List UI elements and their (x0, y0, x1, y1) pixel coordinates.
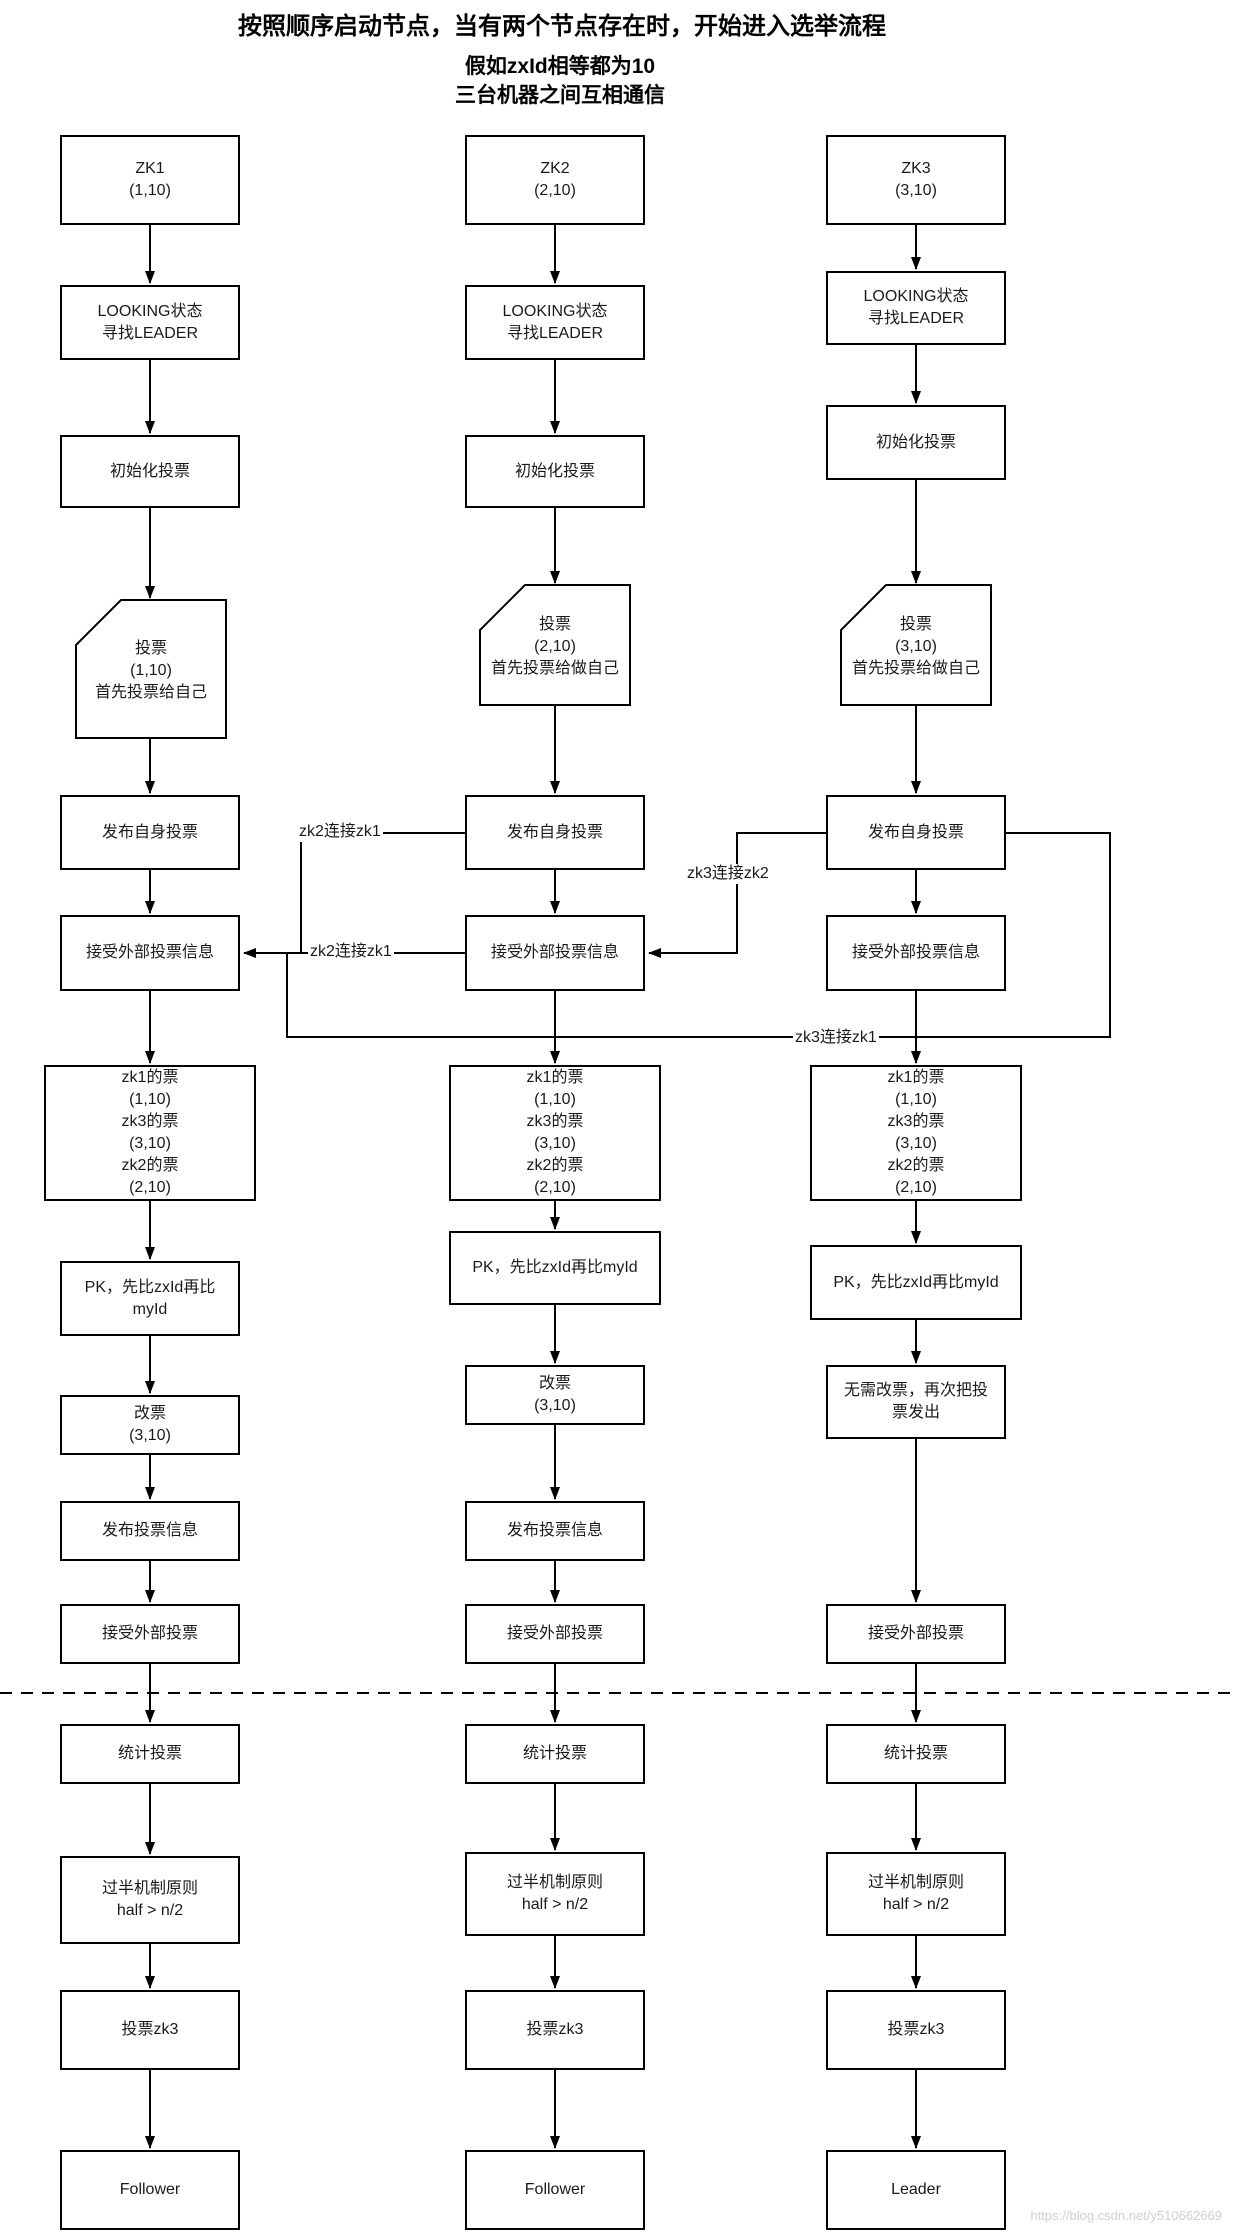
node-zk3-init-vote: 初始化投票 (826, 405, 1006, 480)
node-zk3-looking: LOOKING状态 寻找LEADER (826, 271, 1006, 345)
node-zk2-publish-vote-info: 发布投票信息 (465, 1501, 645, 1561)
node-zk2-init-vote: 初始化投票 (465, 435, 645, 508)
edge-label-zk2-zk1-receive: zk2连接zk1 (308, 942, 394, 962)
node-zk1-result: Follower (60, 2150, 240, 2230)
node-zk1-pk: PK，先比zxId再比 myId (60, 1261, 240, 1336)
node-zk2-count-votes: 统计投票 (465, 1724, 645, 1784)
node-zk2-receive-external-info: 接受外部投票信息 (465, 915, 645, 991)
node-zk2-change-vote: 改票 (3,10) (465, 1365, 645, 1425)
node-zk1-publish-vote-info: 发布投票信息 (60, 1501, 240, 1561)
node-zk2-looking: LOOKING状态 寻找LEADER (465, 285, 645, 360)
node-zk1-init-vote: 初始化投票 (60, 435, 240, 508)
edge-label-zk3-zk1: zk3连接zk1 (793, 1028, 879, 1048)
node-zk3-start: ZK3 (3,10) (826, 135, 1006, 225)
node-zk3-vote-zk3: 投票zk3 (826, 1990, 1006, 2070)
subtitle-line-1: 假如zxId相等都为10 (464, 55, 656, 78)
node-zk3-result: Leader (826, 2150, 1006, 2230)
node-zk2-vote-zk3: 投票zk3 (465, 1990, 645, 2070)
node-zk1-count-votes: 统计投票 (60, 1724, 240, 1784)
node-zk3-pk: PK，先比zxId再比myId (810, 1245, 1022, 1320)
node-zk2-vote-card: 投票 (2,10) 首先投票给做自己 (490, 616, 619, 677)
node-zk2-start: ZK2 (2,10) (465, 135, 645, 225)
node-zk2-publish-own-vote: 发布自身投票 (465, 795, 645, 870)
node-zk2-receive-external-vote: 接受外部投票 (465, 1604, 645, 1664)
node-zk1-change-vote: 改票 (3,10) (60, 1395, 240, 1455)
node-zk1-vote-zk3: 投票zk3 (60, 1990, 240, 2070)
node-zk2-votes: zk1的票 (1,10) zk3的票 (3,10) zk2的票 (2,10) (449, 1065, 661, 1201)
node-zk3-receive-external-vote: 接受外部投票 (826, 1604, 1006, 1664)
node-zk1-votes: zk1的票 (1,10) zk3的票 (3,10) zk2的票 (2,10) (44, 1065, 256, 1201)
edge-label-zk3-zk2: zk3连接zk2 (685, 864, 771, 884)
node-zk1-start: ZK1 (1,10) (60, 135, 240, 225)
node-zk2-result: Follower (465, 2150, 645, 2230)
node-zk3-publish-own-vote: 发布自身投票 (826, 795, 1006, 870)
edge-label-zk2-zk1-publish: zk2连接zk1 (297, 822, 383, 842)
node-zk2-pk: PK，先比zxId再比myId (449, 1231, 661, 1305)
node-zk1-vote-card: 投票 (1,10) 首先投票给自己 (94, 640, 207, 701)
node-zk3-count-votes: 统计投票 (826, 1724, 1006, 1784)
node-zk3-votes: zk1的票 (1,10) zk3的票 (3,10) zk2的票 (2,10) (810, 1065, 1022, 1201)
watermark: https://blog.csdn.net/y510662669 (1030, 2208, 1222, 2223)
node-zk3-half-rule: 过半机制原则 half > n/2 (826, 1852, 1006, 1936)
node-zk1-receive-external-info: 接受外部投票信息 (60, 915, 240, 991)
node-zk2-half-rule: 过半机制原则 half > n/2 (465, 1852, 645, 1936)
node-zk1-looking: LOOKING状态 寻找LEADER (60, 285, 240, 360)
node-zk1-half-rule: 过半机制原则 half > n/2 (60, 1856, 240, 1944)
node-zk3-vote-card: 投票 (3,10) 首先投票给做自己 (851, 616, 980, 677)
node-zk1-receive-external-vote: 接受外部投票 (60, 1604, 240, 1664)
connector-zk3-zk2 (648, 832, 826, 958)
node-zk3-receive-external-info: 接受外部投票信息 (826, 915, 1006, 991)
subtitle-line-2: 三台机器之间互相通信 (455, 84, 665, 107)
connector-zk2-zk1-upper (300, 832, 465, 953)
page-title: 按照顺序启动节点，当有两个节点存在时，开始进入选举流程 (238, 13, 886, 40)
node-zk3-no-change-vote: 无需改票，再次把投 票发出 (826, 1365, 1006, 1439)
node-zk1-publish-own-vote: 发布自身投票 (60, 795, 240, 870)
